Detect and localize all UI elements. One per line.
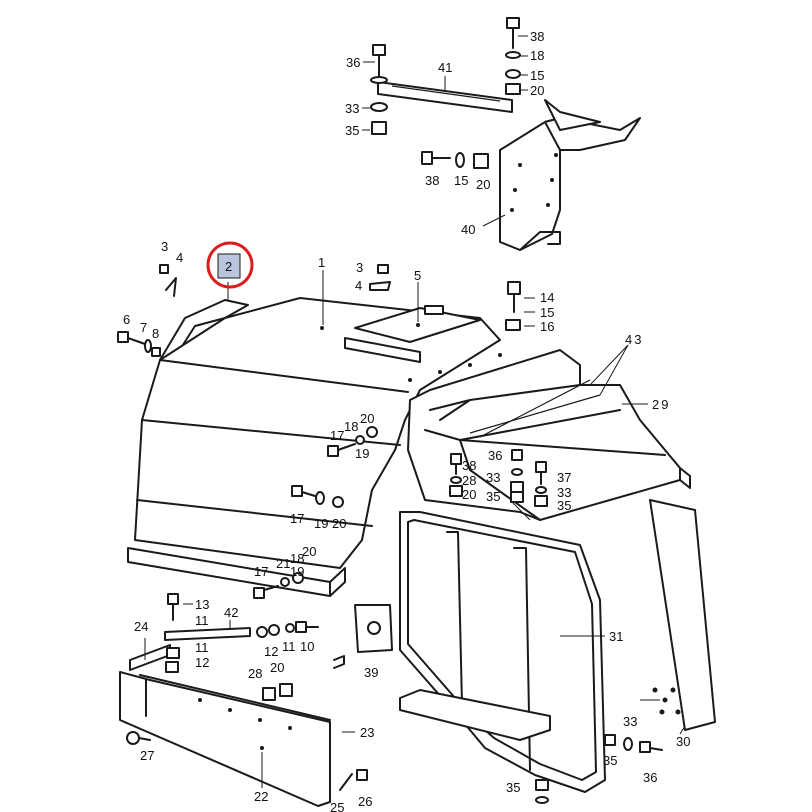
callout-18a: 18	[530, 48, 544, 63]
callout-33d: 33	[623, 714, 637, 729]
callout-33a: 33	[345, 101, 359, 116]
callout-3b: 3	[356, 260, 363, 275]
callout-35a: 35	[345, 123, 359, 138]
callout-31: 31	[609, 629, 623, 644]
callout-19c: 19	[290, 564, 304, 579]
top-bracket-assembly	[377, 81, 641, 251]
highlight-circle	[206, 241, 254, 289]
callout-36a: 36	[346, 55, 360, 70]
bolt-row-top	[421, 151, 489, 169]
callout-38a: 38	[530, 29, 544, 44]
callout-17b: 17	[290, 511, 304, 526]
callout-1: 1	[318, 255, 325, 270]
callout-20g: 20	[270, 660, 284, 675]
callout-15a: 15	[530, 68, 544, 83]
callout-29: 29	[652, 397, 670, 412]
callout-11c: 11	[282, 639, 296, 654]
callout-20d: 20	[462, 487, 476, 502]
callout-42: 42	[224, 605, 238, 620]
callout-38b: 38	[425, 173, 439, 188]
side-panel-30	[649, 499, 716, 731]
highlight-box	[217, 253, 241, 279]
callout-15b: 15	[454, 173, 468, 188]
callout-23: 23	[360, 725, 374, 740]
callout-4a: 4	[176, 250, 183, 265]
callout-12b: 12	[264, 644, 278, 659]
callout-37: 37	[557, 470, 571, 485]
callout-35c: 35	[486, 489, 500, 504]
callout-8: 8	[152, 326, 159, 341]
callout-27: 27	[140, 748, 154, 763]
bracket-39	[333, 604, 393, 669]
callout-3a: 3	[161, 239, 168, 254]
callout-20a: 20	[530, 83, 544, 98]
callout-15c: 15	[540, 305, 554, 320]
callout-21: 21	[276, 556, 290, 571]
callout-39: 39	[364, 665, 378, 680]
callout-28b: 28	[248, 666, 262, 681]
callout-20c: 20	[360, 411, 374, 426]
callout-labels: 36 38 18 41 15 20 33 35 38 15 20 40 3 4 …	[123, 29, 690, 812]
callout-17a: 17	[330, 428, 344, 443]
callout-18b: 18	[344, 419, 358, 434]
callout-35e: 35	[506, 780, 520, 795]
callout-41: 41	[438, 60, 452, 75]
callout-20b: 20	[476, 177, 490, 192]
lower-skirt-assembly	[119, 627, 353, 807]
bolt-stack-top-left	[370, 44, 388, 135]
callout-18c: 18	[290, 551, 304, 566]
callout-36c: 36	[643, 770, 657, 785]
callout-16: 16	[540, 319, 554, 334]
top-cover-assembly	[127, 297, 502, 597]
callout-40: 40	[461, 222, 475, 237]
frame-assembly	[399, 511, 606, 793]
callout-20f: 20	[302, 544, 316, 559]
callout-7: 7	[140, 320, 147, 335]
callout-26: 26	[358, 794, 372, 809]
callout-28a: 28	[462, 473, 476, 488]
callout-5: 5	[414, 268, 421, 283]
callout-19b: 19	[314, 516, 328, 531]
callout-24: 24	[134, 619, 148, 634]
rear-hood-assembly	[407, 349, 691, 521]
callout-36b: 36	[488, 448, 502, 463]
callout-20e: 20	[332, 516, 346, 531]
callout-11b: 11	[195, 640, 209, 655]
callout-13: 13	[195, 597, 209, 612]
callout-33b: 33	[486, 470, 500, 485]
leader-lines	[144, 35, 686, 788]
callout-17c: 17	[254, 564, 268, 579]
callout-38c: 38	[462, 458, 476, 473]
callout-22: 22	[254, 789, 268, 804]
bolt-stack-top-right	[505, 17, 521, 95]
callout-35b: 35	[557, 498, 571, 513]
callout-2: 2	[225, 259, 232, 274]
callout-30: 30	[676, 734, 690, 749]
highlight-marker	[206, 241, 254, 289]
callout-33c: 33	[557, 485, 571, 500]
misc-fasteners	[117, 264, 663, 804]
callout-10: 10	[300, 639, 314, 654]
callout-12a: 12	[195, 655, 209, 670]
callout-14: 14	[540, 290, 554, 305]
callout-6: 6	[123, 312, 130, 327]
callout-43: 43	[625, 332, 643, 347]
callout-35d: 35	[603, 753, 617, 768]
callout-25: 25	[330, 800, 344, 812]
callout-11a: 11	[195, 613, 209, 628]
callout-4b: 4	[355, 278, 362, 293]
callout-19a: 19	[355, 446, 369, 461]
